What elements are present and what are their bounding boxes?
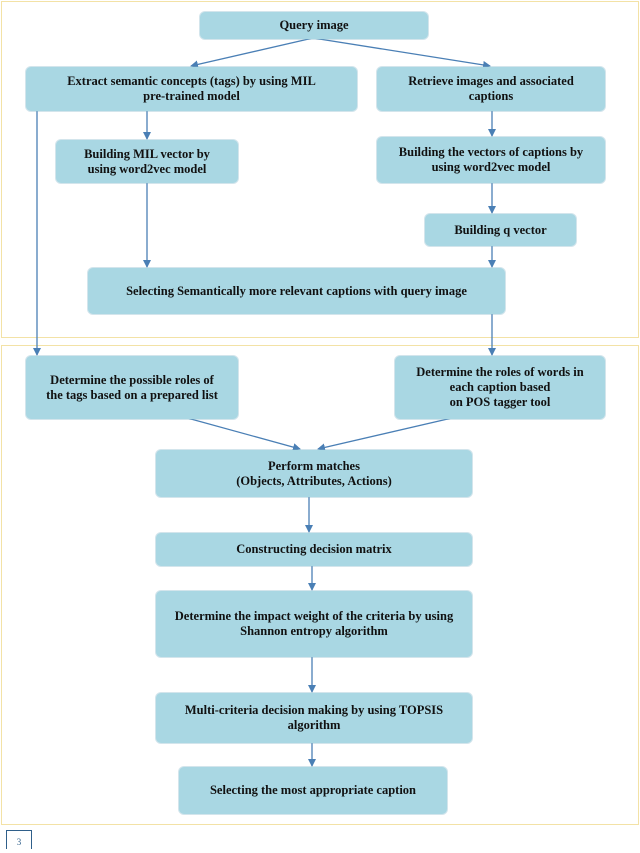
arrow-query-to-retrieve bbox=[312, 37, 491, 69]
impact-weight-label: Determine the impact weight of the crite… bbox=[174, 609, 454, 638]
topsis-node: Multi-criteria decision making by using … bbox=[156, 693, 472, 743]
upper-section-frame bbox=[1, 1, 639, 338]
select-relevant-node: Selecting Semantically more relevant cap… bbox=[88, 268, 505, 314]
roles-words-label: Determine the roles of words in each cap… bbox=[416, 365, 584, 409]
perform-matches-label: Perform matches (Objects, Attributes, Ac… bbox=[236, 458, 392, 488]
retrieve-images-label: Retrieve images and associated captions bbox=[408, 74, 574, 103]
extract-concepts-label: Extract semantic concepts (tags) by usin… bbox=[67, 74, 316, 103]
lower-section-frame bbox=[1, 345, 639, 825]
query-image-node: Query image bbox=[200, 12, 428, 39]
select-caption-label: Selecting the most appropriate caption bbox=[209, 783, 416, 797]
arrow-query-to-extract bbox=[190, 37, 314, 69]
build-q-vector-node: Building q vector bbox=[425, 214, 576, 246]
roles-words-node: Determine the roles of words in each cap… bbox=[395, 356, 605, 419]
roles-tags-label: Determine the possible roles of the tags… bbox=[46, 372, 218, 402]
retrieve-images-node: Retrieve images and associated captions bbox=[377, 67, 605, 111]
decision-matrix-node: Constructing decision matrix bbox=[156, 533, 472, 566]
build-mil-vector-label: Building MIL vector by using word2vec mo… bbox=[84, 146, 210, 176]
perform-matches-node: Perform matches (Objects, Attributes, Ac… bbox=[156, 450, 472, 497]
arrow-roles-words-to-matches bbox=[317, 417, 453, 452]
build-caption-vectors-label: Building the vectors of captions by usin… bbox=[398, 145, 584, 174]
extract-concepts-node: Extract semantic concepts (tags) by usin… bbox=[26, 67, 357, 111]
build-q-vector-label: Building q vector bbox=[454, 222, 547, 237]
topsis-label: Multi-criteria decision making by using … bbox=[184, 703, 444, 732]
select-relevant-label: Selecting Semantically more relevant cap… bbox=[126, 283, 467, 298]
impact-weight-node: Determine the impact weight of the crite… bbox=[156, 591, 472, 657]
build-mil-vector-node: Building MIL vector by using word2vec mo… bbox=[56, 140, 238, 183]
decision-matrix-label: Constructing decision matrix bbox=[236, 542, 392, 556]
roles-tags-node: Determine the possible roles of the tags… bbox=[26, 356, 238, 419]
build-caption-vectors-node: Building the vectors of captions by usin… bbox=[377, 137, 605, 183]
query-image-label: Query image bbox=[279, 18, 349, 32]
arrow-roles-tags-to-matches bbox=[179, 415, 301, 452]
page-number: 3 bbox=[6, 830, 32, 849]
select-caption-node: Selecting the most appropriate caption bbox=[179, 767, 447, 814]
